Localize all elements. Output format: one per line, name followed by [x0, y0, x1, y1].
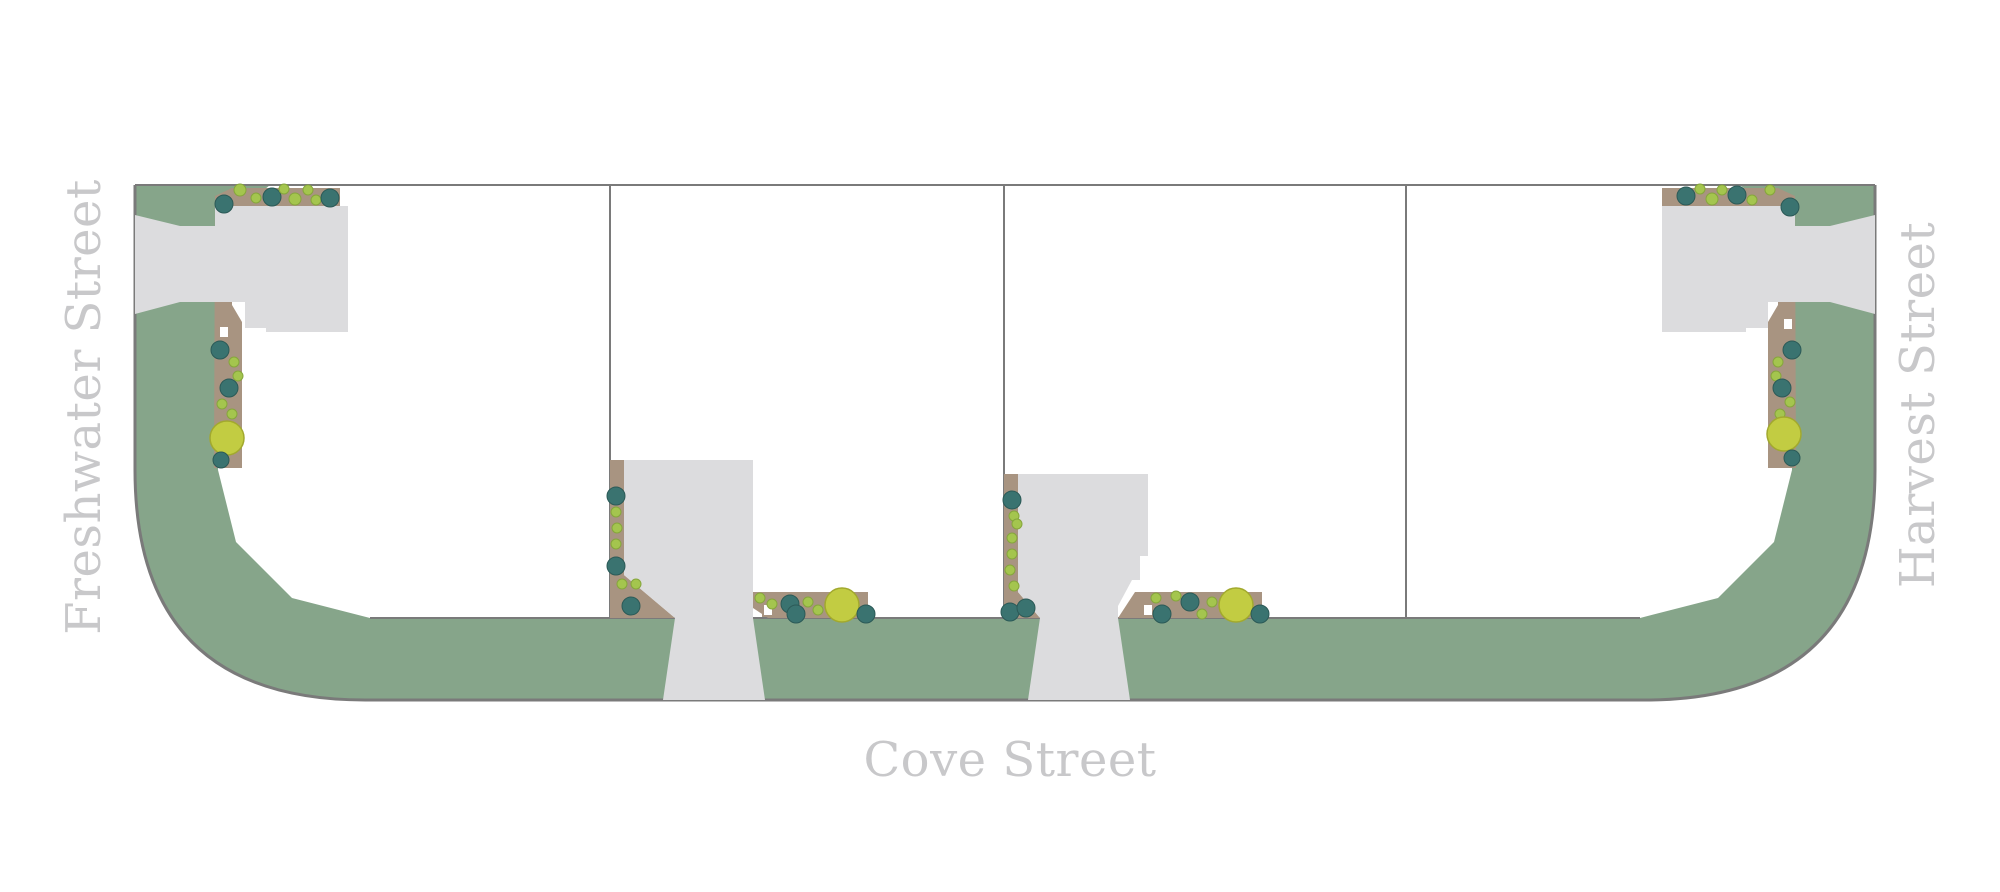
- east-building-footprint: [1662, 206, 1795, 332]
- site-outline: [133, 185, 1877, 702]
- shrub-icon: [1694, 183, 1706, 195]
- evergreen-tree-icon: [1180, 592, 1200, 612]
- building-b-driveway: [1028, 618, 1130, 700]
- shrub-icon: [1196, 608, 1208, 620]
- shrub-icon: [216, 398, 228, 410]
- evergreen-tree-icon: [1002, 490, 1022, 510]
- evergreen-tree-icon: [1727, 185, 1747, 205]
- shrub-icon: [1006, 532, 1018, 544]
- evergreen-tree-icon: [1000, 602, 1020, 622]
- building-a-driveway: [663, 618, 765, 700]
- west-driveway: [135, 215, 215, 314]
- building-b-footprint: [1018, 474, 1148, 618]
- shrub-icon: [1006, 548, 1018, 560]
- evergreen-tree-icon: [606, 486, 626, 506]
- evergreen-tree-icon: [856, 604, 876, 624]
- evergreen-tree-icon: [1152, 604, 1172, 624]
- shrub-icon: [1764, 184, 1776, 196]
- building-b-planter-box: [1142, 603, 1154, 617]
- shrub-icon: [1008, 580, 1020, 592]
- shrub-icon: [310, 194, 322, 206]
- evergreen-tree-icon: [210, 340, 230, 360]
- west-building-footprint: [215, 206, 348, 332]
- east-driveway: [1795, 215, 1875, 314]
- evergreen-tree-icon: [1772, 378, 1792, 398]
- shrub-icon: [1206, 596, 1218, 608]
- lawn-band: [135, 185, 1875, 700]
- shrub-icon: [802, 596, 814, 608]
- shrub-icon: [1170, 590, 1182, 602]
- shrub-icon: [1150, 592, 1162, 604]
- shrub-icon: [754, 592, 766, 604]
- west-planter-box: [218, 325, 230, 339]
- shrub-icon: [302, 184, 314, 196]
- shrub-icon: [611, 522, 623, 534]
- center-building-a: [610, 460, 868, 700]
- shrub-icon: [610, 538, 622, 550]
- evergreen-tree-icon: [621, 596, 641, 616]
- evergreen-tree-icon: [1676, 186, 1696, 206]
- evergreen-tree-icon: [1250, 604, 1270, 624]
- shrub-icon: [228, 356, 240, 368]
- evergreen-tree-icon: [1780, 197, 1800, 217]
- evergreen-tree-icon: [214, 194, 234, 214]
- shrub-icon: [278, 183, 290, 195]
- shrub-icon: [1772, 356, 1784, 368]
- shrub-icon: [766, 598, 778, 610]
- shrub-icon: [616, 578, 628, 590]
- building-a-footprint: [624, 460, 753, 618]
- shrub-icon: [250, 192, 262, 204]
- evergreen-tree-icon: [606, 556, 626, 576]
- evergreen-tree-icon: [1783, 449, 1801, 467]
- shrub-icon: [1705, 192, 1719, 206]
- street-label-south: Cove Street: [863, 732, 1156, 788]
- shrub-icon: [1784, 396, 1796, 408]
- east-planter-box: [1782, 317, 1794, 331]
- evergreen-tree-icon: [262, 187, 282, 207]
- shrub-icon: [812, 604, 824, 616]
- evergreen-tree-icon: [212, 451, 230, 469]
- evergreen-tree-icon: [1782, 340, 1802, 360]
- flowering-bush-icon: [1218, 587, 1254, 623]
- west-building: [135, 188, 348, 468]
- flowering-bush-icon: [824, 587, 860, 623]
- evergreen-tree-icon: [320, 188, 340, 208]
- shrub-icon: [1716, 184, 1728, 196]
- plantings: [209, 183, 1802, 624]
- street-label-east: Harvest Street: [1890, 222, 1946, 588]
- evergreen-tree-icon: [1016, 598, 1036, 618]
- shrub-icon: [630, 578, 642, 590]
- shrub-icon: [1004, 564, 1016, 576]
- shrub-icon: [1746, 194, 1758, 206]
- shrub-icon: [610, 506, 622, 518]
- evergreen-tree-icon: [786, 604, 806, 624]
- shrub-icon: [226, 408, 238, 420]
- shrub-icon: [288, 192, 302, 206]
- flowering-bush-icon: [1766, 416, 1802, 452]
- shrub-icon: [232, 370, 244, 382]
- building-a-planter: [610, 460, 675, 618]
- flowering-bush-icon: [209, 420, 245, 456]
- shrub-icon: [233, 183, 247, 197]
- street-label-west: Freshwater Street: [56, 179, 112, 635]
- evergreen-tree-icon: [219, 378, 239, 398]
- shrub-icon: [1011, 518, 1023, 530]
